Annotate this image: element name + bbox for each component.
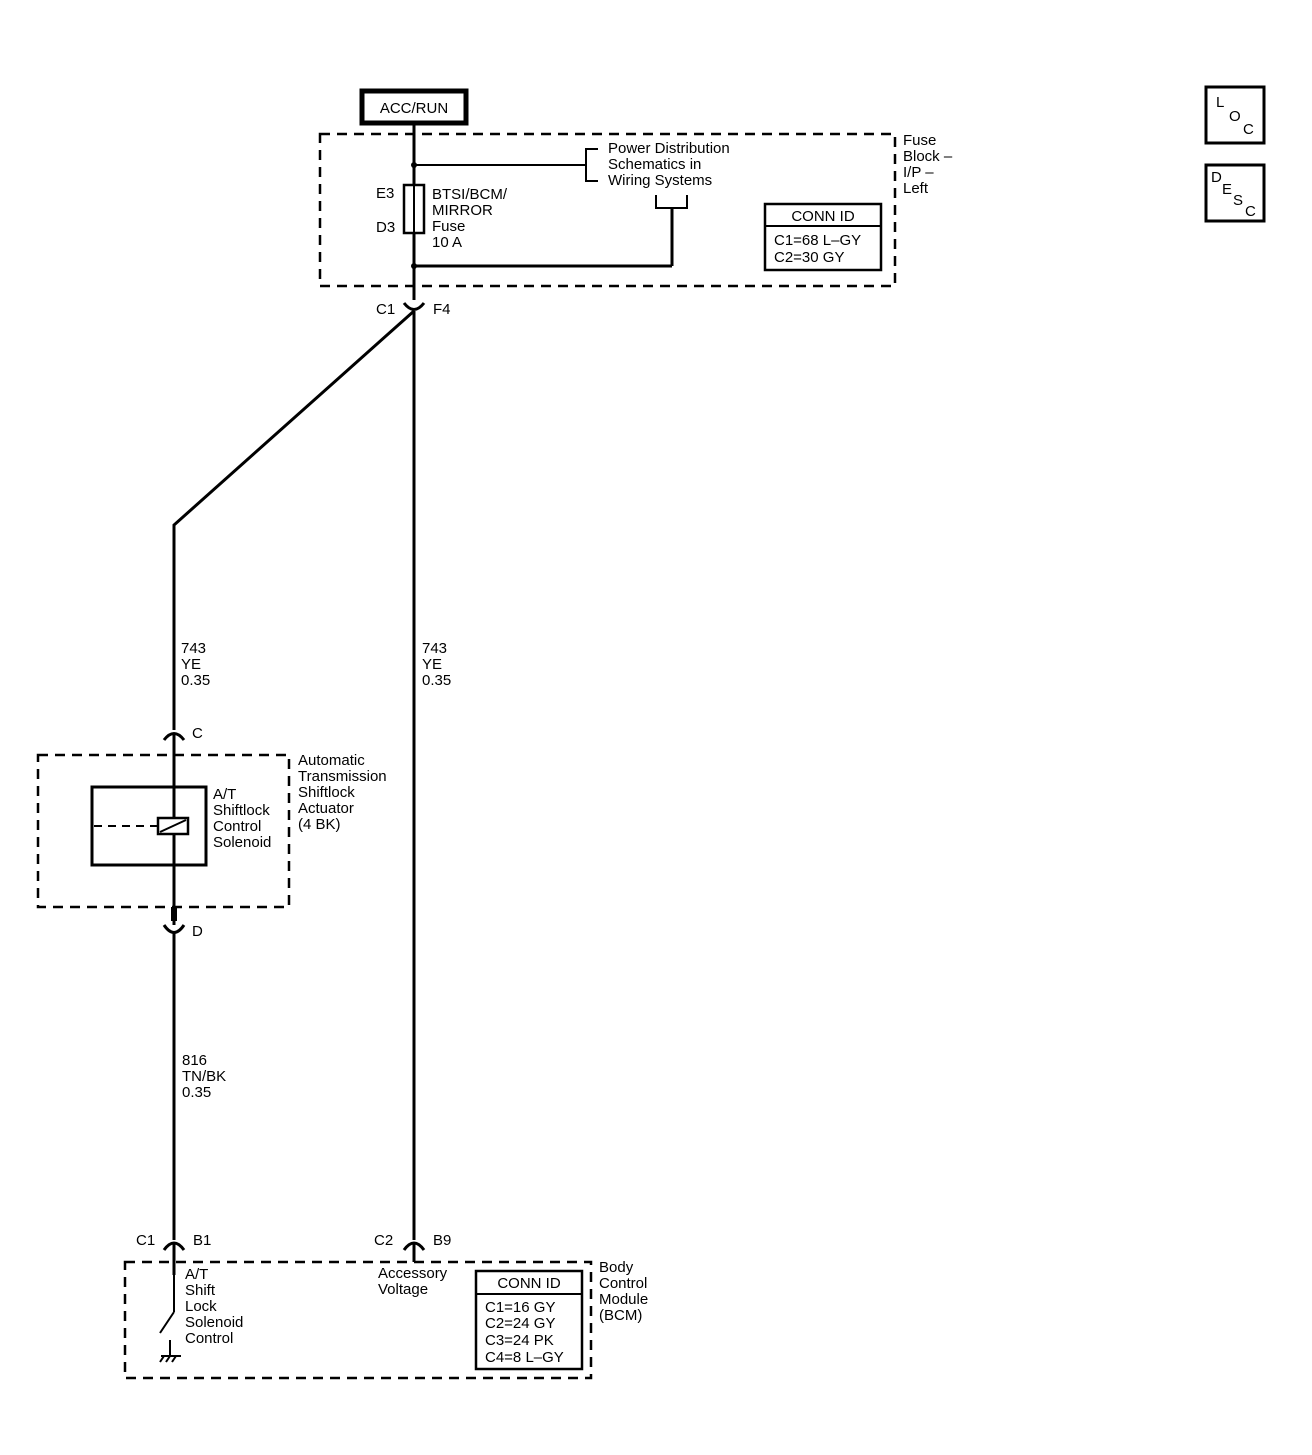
- svg-text:C1: C1: [376, 301, 395, 318]
- solenoid-coil-icon: [156, 816, 190, 836]
- loc-icon[interactable]: L O C: [1204, 85, 1266, 145]
- svg-text:F4: F4: [433, 301, 451, 318]
- svg-text:L: L: [1216, 94, 1224, 111]
- wire-816-label: 816 TN/BK 0.35: [182, 1052, 230, 1101]
- connector-c1-b1: [162, 1241, 186, 1251]
- svg-text:S: S: [1233, 192, 1243, 209]
- svg-text:C1=68 L–GY: C1=68 L–GY: [774, 232, 861, 249]
- fuse-pin-d3: D3: [376, 219, 395, 236]
- connector-c2-b9: [402, 1241, 426, 1251]
- svg-text:O: O: [1229, 108, 1241, 125]
- svg-text:D: D: [1211, 169, 1222, 186]
- power-source-box: ACC/RUN: [359, 88, 469, 126]
- fuse-block-label: Fuse Block – I/P – Left: [903, 132, 956, 197]
- fuse-label: BTSI/BCM/ MIRROR Fuse 10 A: [432, 186, 511, 251]
- bcm-label: Body Control Module (BCM): [599, 1259, 652, 1324]
- actuator-label: Automatic Transmission Shiftlock Actuato…: [298, 752, 391, 833]
- wire-743-left: [172, 309, 415, 730]
- power-distribution-ref[interactable]: Power Distribution Schematics in Wiring …: [608, 140, 734, 189]
- svg-text:B1: B1: [193, 1232, 211, 1249]
- svg-text:C4=8 L–GY: C4=8 L–GY: [485, 1349, 564, 1366]
- control-label: A/T Shift Lock Solenoid Control: [185, 1266, 248, 1347]
- svg-text:E: E: [1222, 181, 1232, 198]
- svg-text:C1: C1: [136, 1232, 155, 1249]
- bcm-conn-id: CONN ID C1=16 GY C2=24 GY C3=24 PK C4=8 …: [474, 1269, 584, 1371]
- fuse-pin-e3: E3: [376, 185, 394, 202]
- solenoid-label: A/T Shiftlock Control Solenoid: [213, 786, 274, 851]
- svg-text:C1=16 GY: C1=16 GY: [485, 1299, 555, 1316]
- control-switch-icon: [159, 1275, 175, 1356]
- wire-743-left-label: 743 YE 0.35: [181, 640, 210, 689]
- bcm-outline: [123, 1260, 593, 1380]
- connector-c: [162, 732, 186, 741]
- accessory-voltage-label: Accessory Voltage: [378, 1265, 451, 1298]
- connector-d: [162, 924, 186, 934]
- fuse-block-outline: [318, 132, 897, 288]
- actuator-outline: [36, 753, 291, 909]
- fuse-block-conn-id: CONN ID C1=68 L–GY C2=30 GY: [763, 202, 883, 272]
- svg-text:B9: B9: [433, 1232, 451, 1249]
- wire-743-right-label: 743 YE 0.35: [422, 640, 451, 689]
- power-source-label: ACC/RUN: [380, 100, 448, 117]
- svg-text:C2: C2: [374, 1232, 393, 1249]
- desc-icon[interactable]: D E S C: [1204, 163, 1266, 223]
- svg-text:CONN ID: CONN ID: [791, 208, 855, 225]
- svg-text:C2=30 GY: C2=30 GY: [774, 249, 844, 266]
- svg-text:C: C: [1243, 121, 1254, 138]
- svg-text:C2=24 GY: C2=24 GY: [485, 1315, 555, 1332]
- connector-c1-f4: [402, 302, 426, 311]
- ground-icon: [159, 1355, 181, 1363]
- svg-text:C3=24 PK: C3=24 PK: [485, 1332, 554, 1349]
- svg-text:C: C: [192, 725, 203, 742]
- svg-text:C: C: [1245, 203, 1256, 220]
- svg-text:D: D: [192, 923, 203, 940]
- svg-text:CONN ID: CONN ID: [497, 1275, 561, 1292]
